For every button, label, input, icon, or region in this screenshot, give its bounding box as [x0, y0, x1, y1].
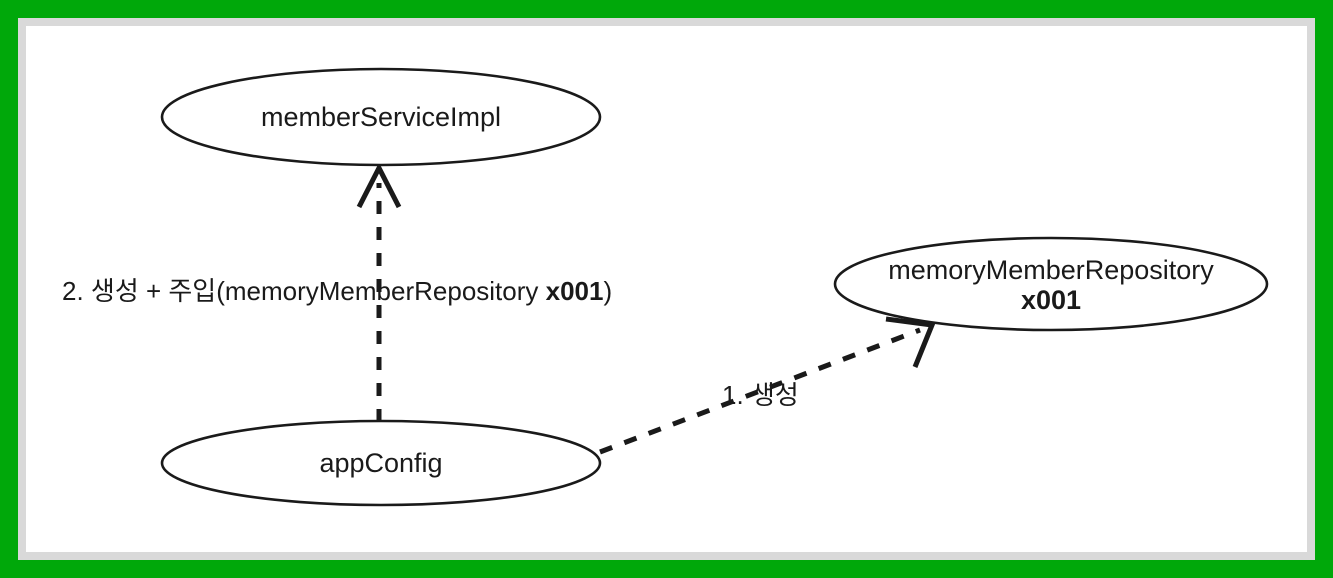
node-appConfig[interactable]: appConfig	[160, 419, 602, 507]
edge-label-instance-id: x001	[546, 276, 604, 306]
node-label-memoryMemberRepository: memoryMemberRepository	[888, 255, 1214, 285]
node-memberServiceImpl[interactable]: memberServiceImpl	[160, 67, 602, 167]
node-ellipse[interactable]	[160, 67, 602, 167]
edge-label-create-inject: 2. 생성 + 주입(memoryMemberRepository x001)	[62, 276, 612, 306]
edge-create-repository	[599, 316, 936, 455]
edge-line-diagonal	[599, 327, 921, 455]
edge-create-inject-service	[356, 162, 402, 422]
node-ellipse[interactable]	[160, 419, 602, 507]
node-label-memberServiceImpl: memberServiceImpl	[261, 102, 501, 132]
edge-label-suffix: )	[603, 276, 612, 306]
edge-label-prefix: 2. 생성 + 주입(memoryMemberRepository	[62, 276, 546, 306]
edge-label-create: 1. 생성	[722, 380, 799, 410]
node-memoryMemberRepository[interactable]: memoryMemberRepository x001	[833, 236, 1269, 332]
node-label-appConfig: appConfig	[319, 448, 442, 478]
node-ellipse[interactable]	[833, 236, 1269, 332]
node-label-instance-id: x001	[1021, 285, 1081, 315]
arrowhead-upright-icon	[885, 316, 936, 368]
arrowhead-up-icon	[356, 162, 402, 209]
